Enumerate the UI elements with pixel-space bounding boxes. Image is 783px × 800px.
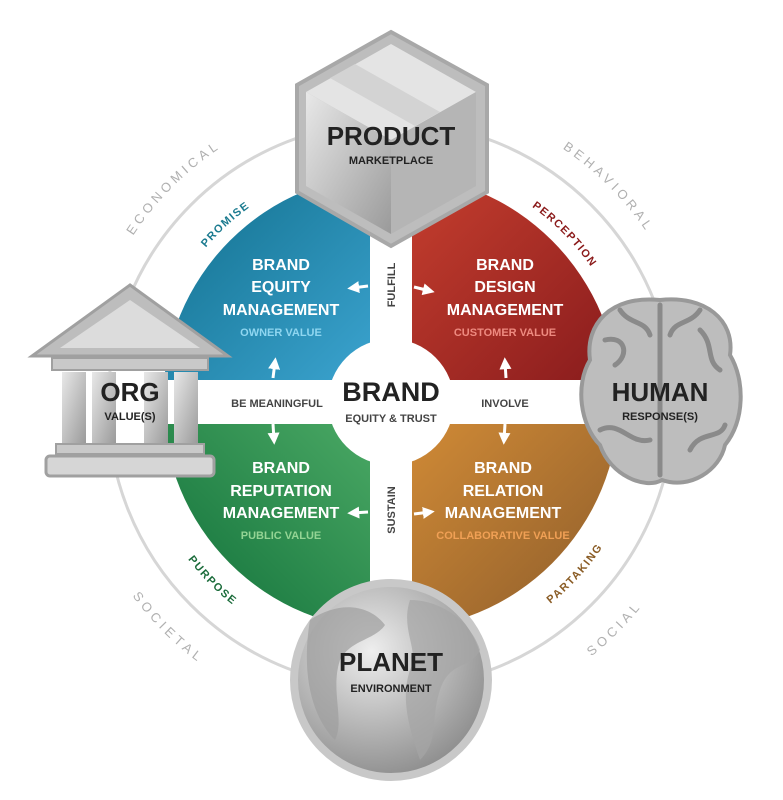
planet-subtitle: ENVIRONMENT	[350, 683, 432, 695]
quadrant-title-line: REPUTATION	[230, 483, 332, 500]
arrow-down-icon	[267, 423, 280, 445]
planet-title: PLANET	[339, 647, 443, 677]
arrow-right-icon	[413, 283, 435, 296]
quadrant-title-line: MANAGEMENT	[447, 302, 564, 319]
center-subtitle: EQUITY & TRUST	[345, 413, 437, 425]
label-social: SOCIAL	[584, 598, 645, 659]
quadrant-title-line: BRAND	[476, 257, 534, 274]
org-subtitle: VALUE(S)	[104, 411, 155, 423]
quadrant-value: OWNER VALUE	[240, 327, 322, 339]
center-title: BRAND	[342, 377, 440, 407]
quadrant-title-line: BRAND	[252, 257, 310, 274]
connector-be-meaningful: BE MEANINGFUL	[231, 398, 323, 410]
quadrant-title-line: BRAND	[252, 460, 310, 477]
label-behavioral: BEHAVIORAL	[561, 139, 658, 236]
arrow-left-icon	[347, 506, 369, 519]
arrows	[267, 281, 512, 519]
human-subtitle: RESPONSE(S)	[622, 411, 698, 423]
quadrant-title-line: MANAGEMENT	[223, 302, 340, 319]
reputation-text: BRAND REPUTATION MANAGEMENT PUBLIC VALUE	[223, 460, 340, 542]
relation-text: BRAND RELATION MANAGEMENT COLLABORATIVE …	[436, 460, 569, 542]
building-columns-icon	[27, 283, 233, 478]
design-text: BRAND DESIGN MANAGEMENT CUSTOMER VALUE	[447, 257, 564, 339]
label-societal: SOCIETAL	[130, 589, 208, 667]
equity-text: BRAND EQUITY MANAGEMENT OWNER VALUE	[223, 257, 340, 339]
arrow-up-icon	[268, 357, 281, 379]
quadrant-value: COLLABORATIVE VALUE	[436, 530, 569, 542]
quadrant-value: CUSTOMER VALUE	[454, 327, 556, 339]
arrow-right-icon	[413, 506, 435, 519]
arrow-up-icon	[499, 357, 512, 379]
arrow-left-icon	[347, 281, 369, 294]
quadrant-title-line: RELATION	[463, 483, 544, 500]
connector-involve: INVOLVE	[481, 398, 528, 410]
connector-sustain: SUSTAIN	[386, 486, 398, 534]
quadrant-title-line: DESIGN	[474, 279, 535, 296]
quadrant-title-line: MANAGEMENT	[223, 505, 340, 522]
quadrant-value: PUBLIC VALUE	[241, 530, 321, 542]
center-circle	[328, 339, 454, 465]
brain-icon	[579, 297, 743, 486]
quadrant-title-line: BRAND	[474, 460, 532, 477]
box-hexagon-icon	[295, 29, 489, 249]
arrow-down-icon	[498, 423, 511, 445]
human-title: HUMAN	[612, 377, 709, 407]
quadrant-title-line: EQUITY	[251, 279, 311, 296]
org-title: ORG	[100, 377, 159, 407]
connector-fulfill: FULFILL	[386, 262, 398, 307]
product-title: PRODUCT	[327, 121, 456, 151]
quadrant-title-line: MANAGEMENT	[445, 505, 562, 522]
product-subtitle: MARKETPLACE	[349, 155, 433, 167]
globe-icon	[290, 579, 492, 781]
